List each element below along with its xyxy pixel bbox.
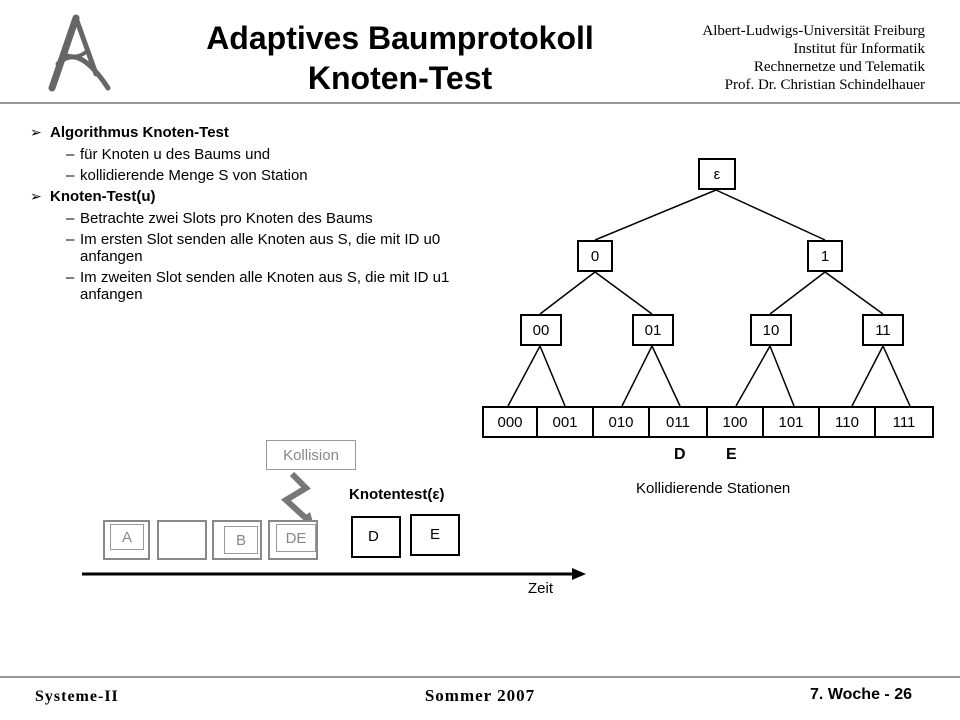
slot-e — [410, 514, 460, 556]
tree-node-100: 100 — [706, 406, 764, 438]
bullet-knoten-test: Knoten-Test(u) — [30, 188, 480, 205]
tree-node-00: 00 — [520, 314, 562, 346]
tree-node-0: 0 — [577, 240, 613, 272]
tree-node-01: 01 — [632, 314, 674, 346]
sub-bullet: Im zweiten Slot senden alle Knoten aus S… — [30, 269, 480, 303]
slot-a-label: A — [110, 524, 144, 550]
tree-node-001: 001 — [536, 406, 594, 438]
slot-de-label: DE — [276, 524, 316, 552]
slot-d-label: D — [368, 528, 379, 545]
tree-node-10: 10 — [750, 314, 792, 346]
station-e-label: E — [726, 446, 737, 463]
tree-caption: Kollidierende Stationen — [636, 480, 791, 497]
footer-term: Sommer 2007 — [424, 686, 536, 705]
tree-node-101: 101 — [762, 406, 820, 438]
knotentest-label: Knotentest(ε) — [349, 486, 445, 503]
slot-b-label: B — [224, 526, 258, 554]
university-logo — [48, 14, 111, 92]
footer-page: 7. Woche - 26 — [810, 686, 912, 703]
footer-course: Systeme-II — [35, 688, 119, 705]
time-axis-label: Zeit — [528, 580, 554, 597]
sub-bullet: Im ersten Slot senden alle Knoten aus S,… — [30, 231, 480, 265]
sub-bullet: Betrachte zwei Slots pro Knoten des Baum… — [30, 210, 480, 227]
tree-node-011: 011 — [648, 406, 708, 438]
tree-node-110: 110 — [818, 406, 876, 438]
page-title: Adaptives Baumprotokoll Knoten-Test — [206, 20, 594, 96]
time-axis — [82, 568, 586, 580]
header-rule — [0, 102, 960, 104]
footer-rule — [0, 676, 960, 678]
tree-node-11: 11 — [862, 314, 904, 346]
station-d-label: D — [674, 446, 686, 463]
tree-node-1: 1 — [807, 240, 843, 272]
bullet-algorithm: Algorithmus Knoten-Test — [30, 124, 480, 141]
slot-d — [351, 516, 401, 558]
tree-node-010: 010 — [592, 406, 650, 438]
collision-label: Kollision — [266, 440, 356, 470]
sub-bullet: kollidierende Menge S von Station — [30, 167, 480, 184]
tree-node-111: 111 — [874, 406, 934, 438]
affiliation: Albert-Ludwigs-Universität Freiburg Inst… — [702, 23, 925, 93]
sub-bullet: für Knoten u des Baums und — [30, 146, 480, 163]
slot-e-label: E — [430, 526, 441, 543]
slot-empty — [157, 520, 207, 560]
tree-node-000: 000 — [482, 406, 538, 438]
tree-node-root: ε — [698, 158, 736, 190]
bullet-list: Algorithmus Knoten-Test für Knoten u des… — [30, 124, 480, 307]
